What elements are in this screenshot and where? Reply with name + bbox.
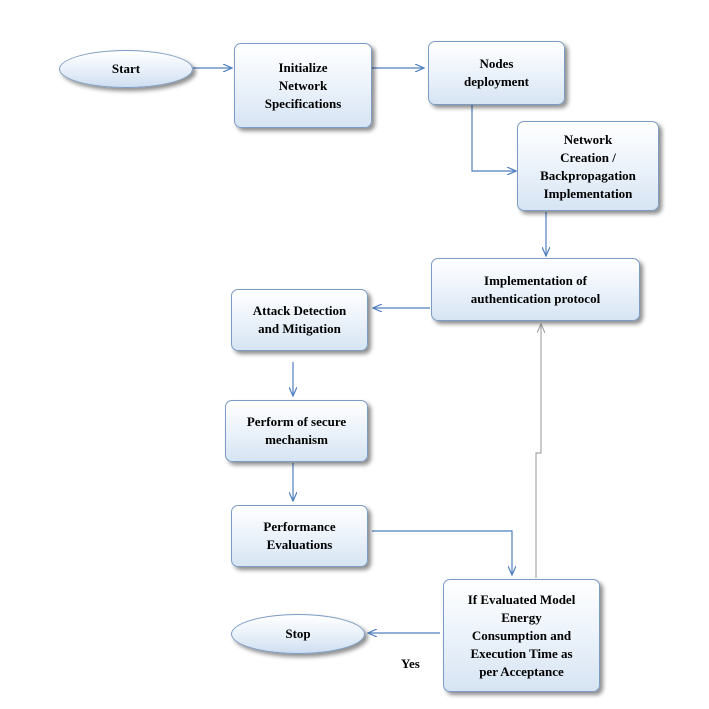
authentication-protocol-label: Implementation of authentication protoco… [470, 272, 601, 306]
stop-node: Stop [231, 614, 365, 654]
nodes-deployment-node: Nodes deployment [428, 41, 565, 105]
performance-evaluations-label: Performance Evaluations [263, 519, 336, 552]
start-node: Start [59, 50, 193, 88]
initialize-network-label: Initialize Network Specifications [264, 59, 342, 111]
arrow-deploy-to-creation [471, 105, 516, 171]
performance-evaluations-node: Performance Evaluations [231, 505, 368, 567]
network-creation-node: Network Creation / Backpropagation Imple… [517, 121, 659, 211]
secure-mechanism-label: Perform of secure mechanism [246, 414, 347, 447]
decision-label: If Evaluated Model Energy Consumption an… [467, 591, 576, 679]
network-creation-label: Network Creation / Backpropagation Imple… [540, 132, 636, 201]
nodes-deployment-label: Nodes deployment [464, 56, 529, 89]
loop-decision-to-auth [535, 324, 541, 578]
attack-detection-node: Attack Detection and Mitigation [231, 289, 368, 351]
arrow-perf-to-decision [372, 530, 512, 575]
decision-node: If Evaluated Model Energy Consumption an… [443, 579, 600, 692]
initialize-network-node: Initialize Network Specifications [234, 43, 372, 128]
start-label: Start [111, 61, 141, 76]
secure-mechanism-node: Perform of secure mechanism [225, 400, 368, 462]
authentication-protocol-node: Implementation of authentication protoco… [431, 258, 640, 321]
yes-edge-label: Yes [401, 656, 420, 671]
stop-label: Stop [285, 626, 311, 641]
attack-detection-label: Attack Detection and Mitigation [252, 303, 347, 336]
